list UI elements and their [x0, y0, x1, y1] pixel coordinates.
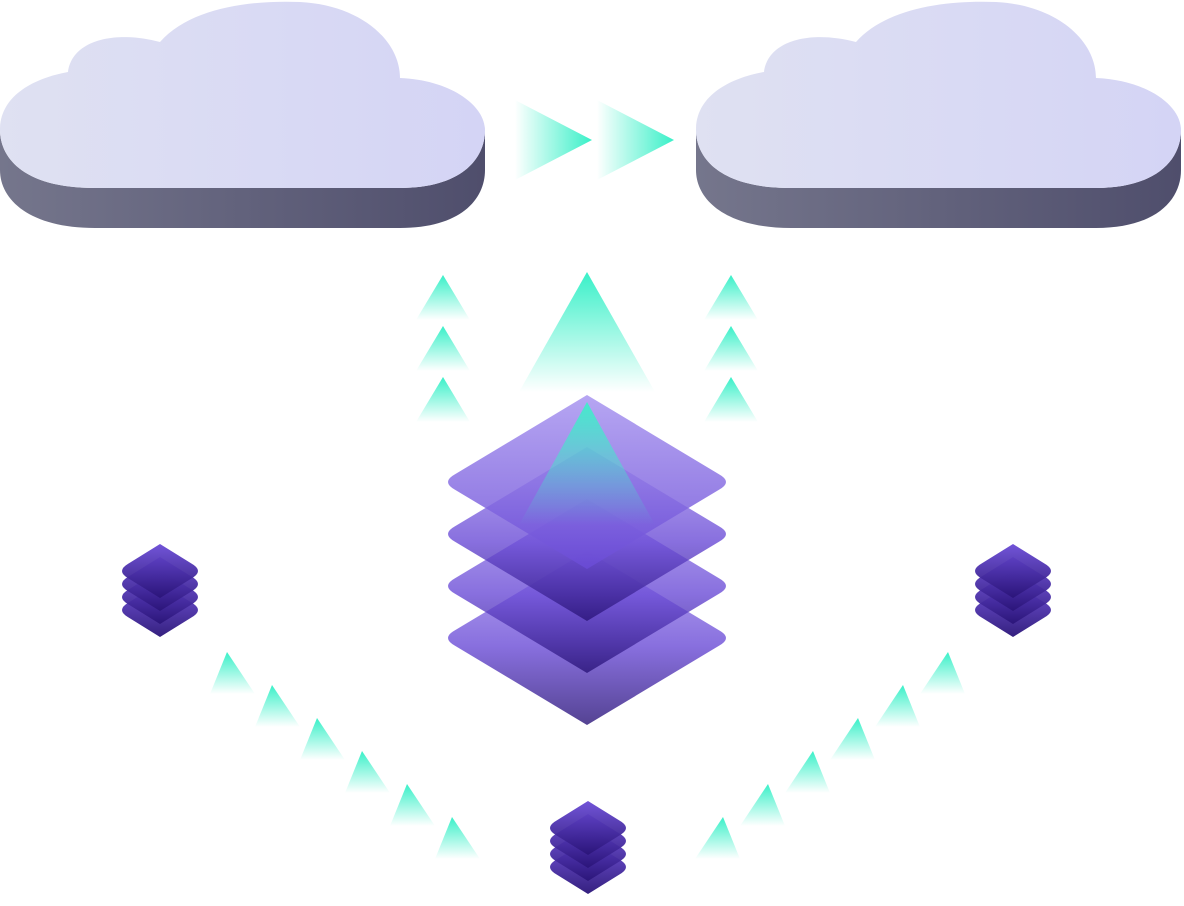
cloud-top [696, 1, 1181, 188]
diagonal-arrow-icon [920, 652, 965, 694]
diagonal-arrow-icon [255, 685, 300, 727]
diagonal-arrow-icon [210, 652, 255, 694]
left-diagonal-arrows [210, 652, 480, 859]
left-stack-icon [122, 544, 198, 637]
right-arrow-icon [515, 100, 592, 180]
up-arrow-icon [416, 275, 470, 320]
central-stack-icon [448, 395, 726, 725]
right-stack-icon [975, 544, 1051, 637]
right-diagonal-arrows [695, 652, 965, 859]
inner-up-arrow-icon [519, 402, 655, 525]
source-cloud-icon [0, 1, 485, 228]
cloud-side [0, 130, 485, 228]
diagonal-arrow-icon [390, 784, 435, 826]
diagonal-arrow-icon [740, 784, 785, 826]
upload-arrows [416, 272, 758, 422]
up-arrow-icon [704, 326, 758, 371]
cloud-top [0, 1, 485, 188]
up-arrow-icon [519, 272, 655, 392]
diagonal-arrow-icon [830, 718, 875, 760]
stack-layer [122, 544, 198, 598]
diagonal-arrow-icon [785, 751, 830, 793]
up-arrow-icon [704, 275, 758, 320]
up-arrow-icon [704, 377, 758, 422]
diagonal-arrow-icon [345, 751, 390, 793]
destination-cloud-icon [696, 1, 1181, 228]
stack-layer [975, 544, 1051, 598]
diagonal-arrow-icon [875, 685, 920, 727]
diagonal-arrow-icon [435, 817, 480, 859]
cloud-transfer-arrows [515, 100, 674, 180]
bottom-stack-icon [550, 801, 626, 894]
right-arrow-icon [597, 100, 674, 180]
stack-layer [550, 801, 626, 855]
diagonal-arrow-icon [300, 718, 345, 760]
cloud-side [696, 130, 1181, 228]
up-arrow-icon [416, 377, 470, 422]
up-arrow-icon [416, 326, 470, 371]
diagonal-arrow-icon [695, 817, 740, 859]
